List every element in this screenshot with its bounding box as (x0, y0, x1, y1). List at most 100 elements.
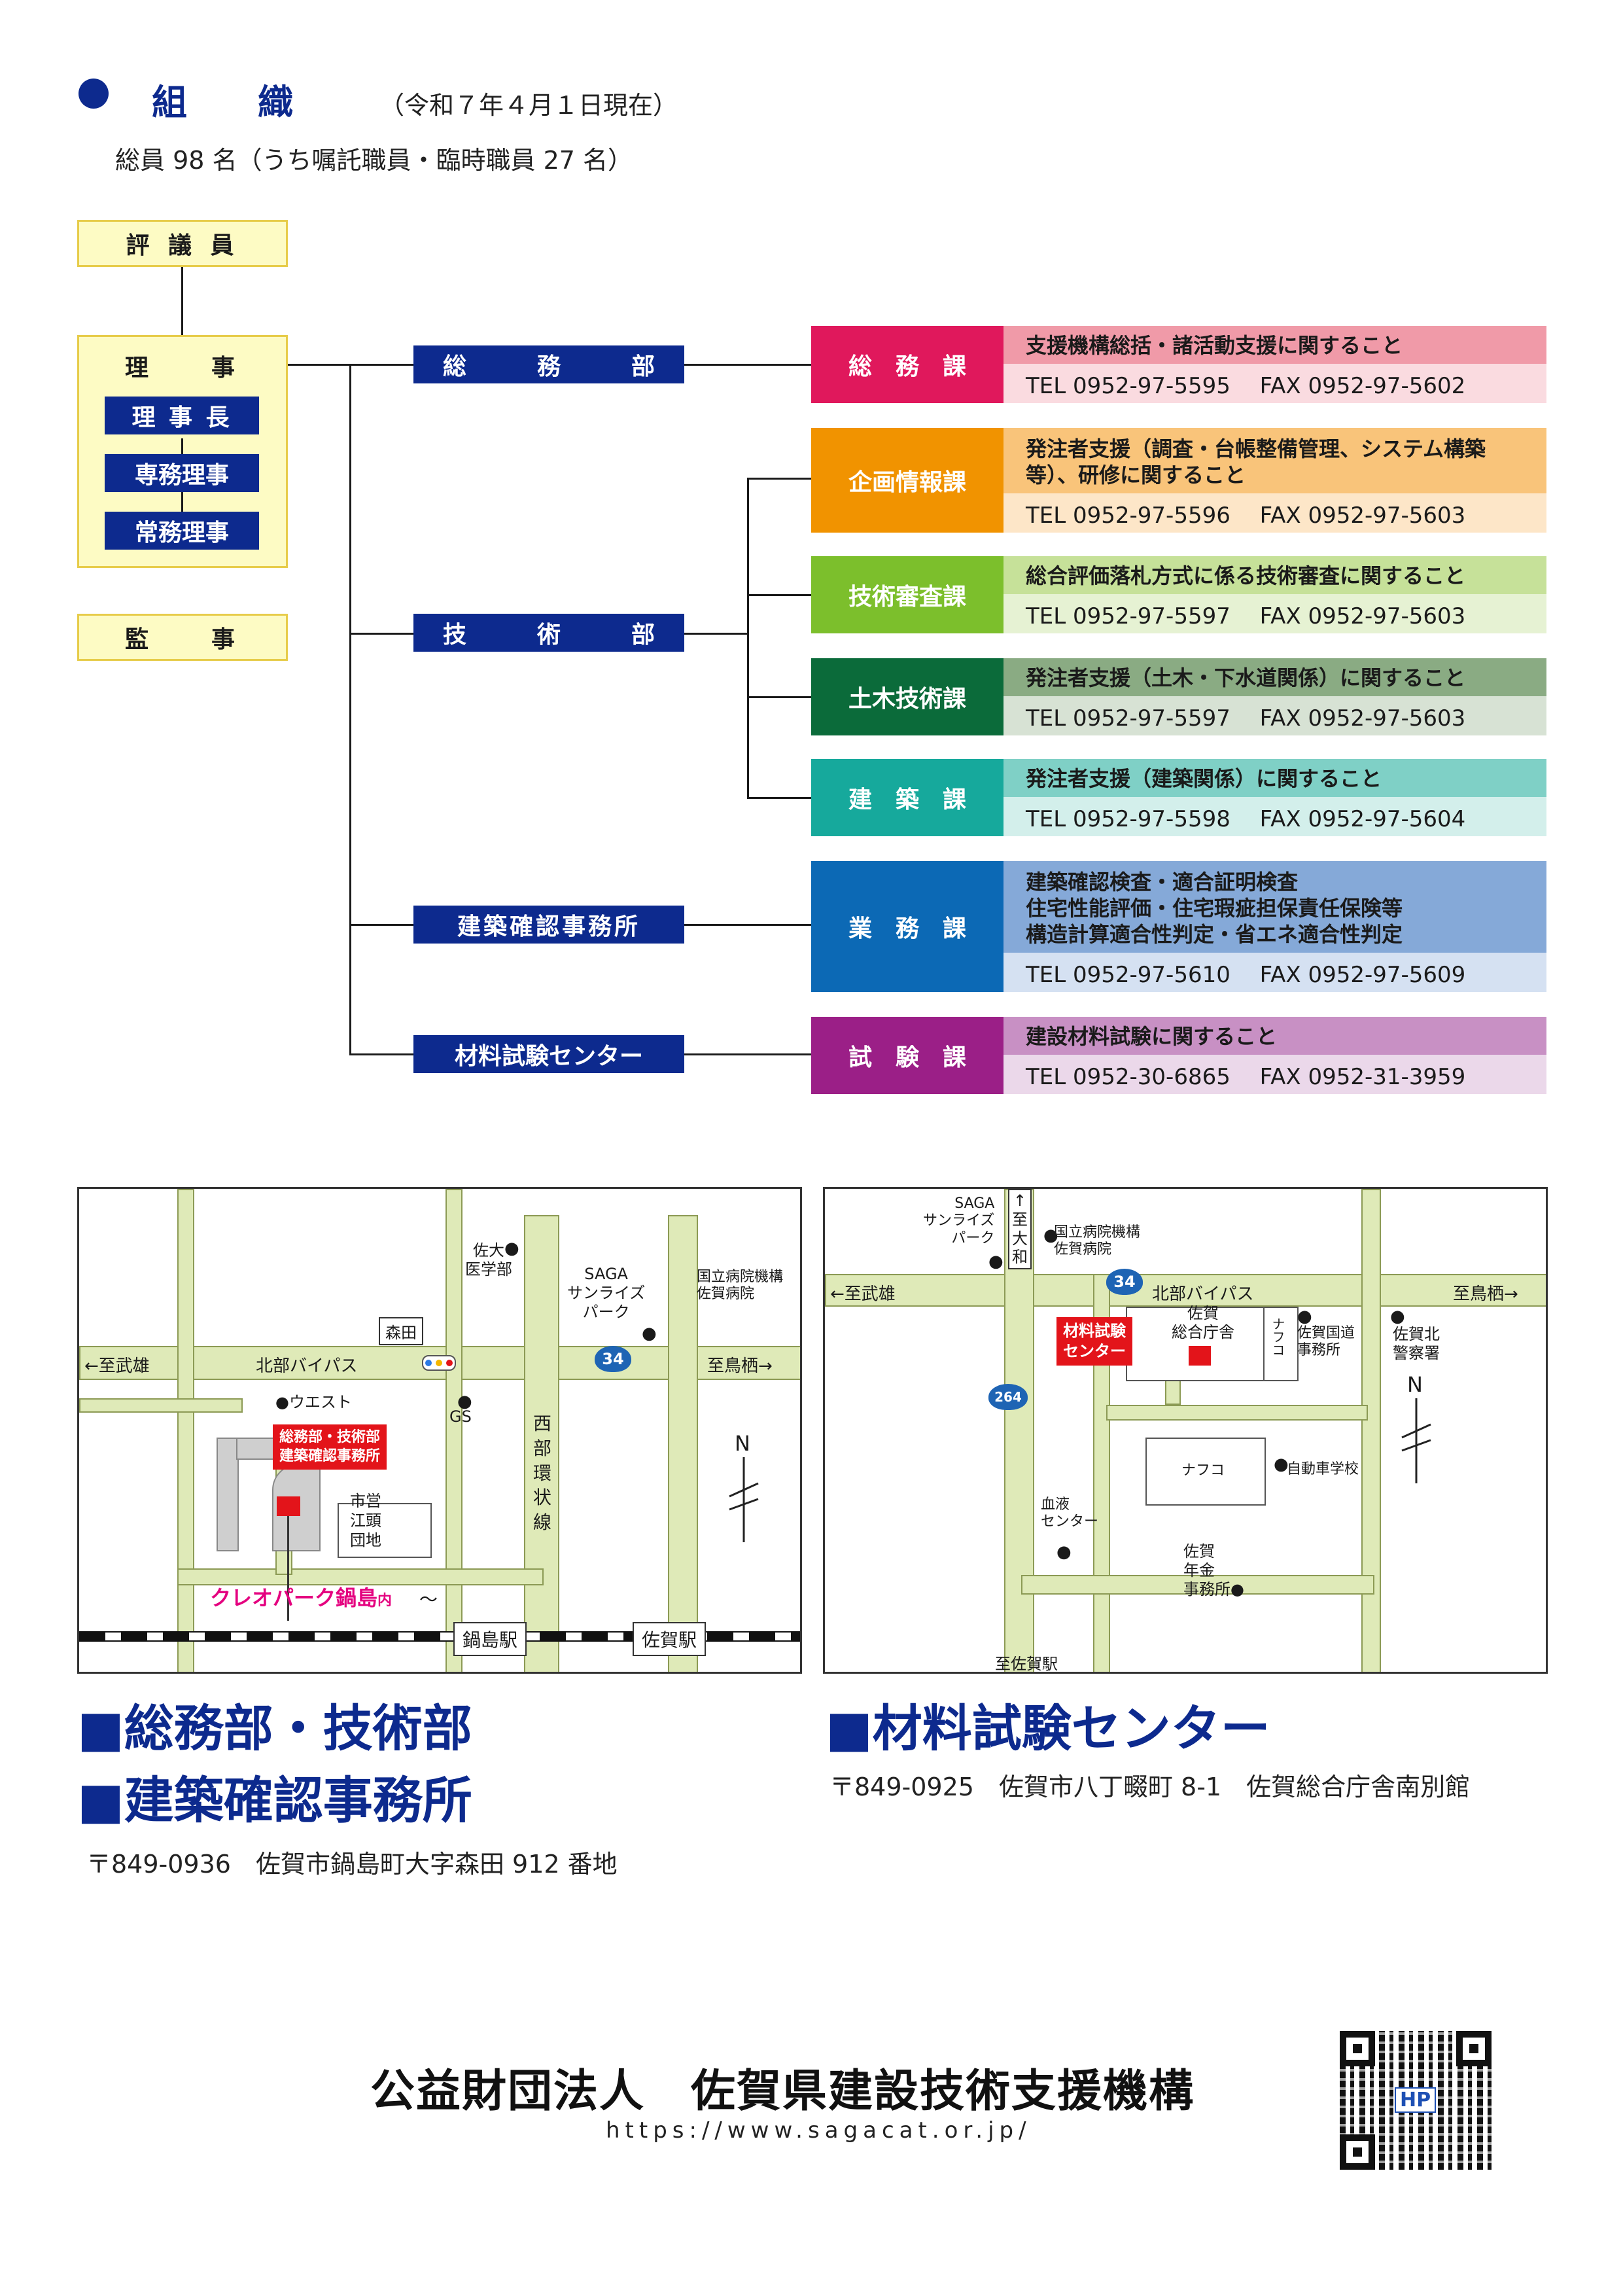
connector-line (349, 633, 415, 635)
division-civil-engineering: 土木技術課 (811, 658, 1003, 735)
managing-director-box: 専務理事 (105, 454, 259, 492)
creo-park-label: クレオパーク鍋島内 (210, 1585, 393, 1610)
map-label: 北部バイパス (256, 1356, 358, 1376)
dept-general-affairs: 総 務 部 (413, 345, 684, 383)
map-point-icon: ● (1297, 1307, 1312, 1326)
connector-line (349, 924, 415, 926)
map-point-icon: ● (642, 1324, 657, 1343)
compass-arrow-icon (729, 1457, 759, 1542)
section-title: 組 織 (152, 82, 293, 123)
target-marker-icon (1189, 1346, 1211, 1366)
division-general-affairs: 総 務 課 (811, 326, 1003, 403)
map-label: 自動車学校 (1287, 1461, 1359, 1477)
map-label: ●ウエスト (275, 1393, 352, 1411)
connector-line (181, 264, 183, 336)
north-label: N (1407, 1372, 1423, 1397)
map-point-icon: ● (988, 1252, 1003, 1271)
division-description: 発注者支援（建築関係）に関すること (1003, 759, 1546, 797)
division-description: 発注者支援（土木・下水道関係）に関すること (1003, 658, 1546, 696)
road (177, 1189, 194, 1672)
building (338, 1503, 432, 1558)
chairman-box: 理 事 長 (105, 397, 259, 434)
map-point-icon: ● (457, 1392, 472, 1411)
marker-pin-line (287, 1516, 289, 1621)
councilors-label: 評 議 員 (126, 232, 239, 259)
map-label: 佐賀年金事務所● (1183, 1542, 1244, 1598)
map-label: ナフコ (1270, 1317, 1285, 1356)
division-description: 発注者支援（調査・台帳整備管理、システム構築 等）、研修に関すること (1003, 428, 1546, 493)
target-location-label: 総務部・技術部建築確認事務所 (273, 1424, 387, 1470)
compass-arrow-icon (1401, 1398, 1431, 1483)
map-label: 国立病院機構佐賀病院 (697, 1269, 784, 1303)
qr-code[interactable]: HP (1340, 2031, 1492, 2170)
auditor-box: 監 事 (77, 614, 288, 661)
connector-line (349, 364, 415, 366)
division-contact: TEL 0952-97-5597 FAX 0952-97-5603 (1003, 594, 1546, 633)
connector-line (349, 1053, 415, 1055)
map-label: ナフコ (1181, 1462, 1225, 1479)
building (1145, 1438, 1266, 1506)
traffic-light-icon (422, 1355, 456, 1371)
railway (79, 1631, 800, 1642)
division-description: 建築確認検査・適合証明検査 住宅性能評価・住宅瑕疵担保責任保険等 構造計算適合性… (1003, 861, 1546, 953)
road (445, 1189, 462, 1672)
connector-line (747, 594, 812, 596)
organization-name: 公益財団法人 佐賀県建設技術支援機構 (370, 2066, 1195, 2117)
division-contact: TEL 0952-97-5595 FAX 0952-97-5602 (1003, 364, 1546, 403)
division-operations: 業 務 課 (811, 861, 1003, 992)
office-address: 〒849-0925 佐賀市八丁畷町 8-1 佐賀総合庁舎南別館 (829, 1773, 1471, 1801)
dept-materials-testing-center: 材料試験センター (413, 1035, 684, 1073)
map-label: 森田 (379, 1317, 423, 1345)
map-point-icon: ● (1390, 1307, 1405, 1326)
dept-technical: 技 術 部 (413, 614, 684, 652)
route-264-icon: 264 (988, 1384, 1028, 1410)
road (1021, 1575, 1374, 1595)
map-label: 佐賀総合庁舎 (1172, 1304, 1234, 1341)
map-label: ←至武雄 (830, 1284, 896, 1304)
wave-icon: 〜 (419, 1589, 438, 1610)
executive-director-box: 常務理事 (105, 512, 259, 550)
connector-line (747, 696, 812, 698)
website-url[interactable]: https://www.sagacat.or.jp/ (606, 2117, 1032, 2144)
map-label: 佐大医学部 (465, 1241, 512, 1279)
road (1361, 1189, 1381, 1672)
qr-finder-icon (1456, 2031, 1492, 2066)
division-contact: TEL 0952-97-5597 FAX 0952-97-5603 (1003, 696, 1546, 735)
map-label: 西部環状線 (533, 1413, 552, 1534)
office-title: ■建築確認事務所 (77, 1771, 472, 1829)
councilors-box: 評 議 員 (77, 220, 288, 267)
division-contact: TEL 0952-97-5598 FAX 0952-97-5604 (1003, 797, 1546, 836)
division-architecture: 建 築 課 (811, 759, 1003, 836)
building (1263, 1307, 1299, 1381)
north-label: N (735, 1431, 750, 1456)
map-point-icon: ● (1043, 1226, 1058, 1245)
dept-building-confirmation-office: 建築確認事務所 (413, 906, 684, 944)
office-title: ■総務部・技術部 (77, 1699, 472, 1757)
map-label: 至鳥栖→ (1453, 1284, 1518, 1304)
route-34-icon: 34 (1106, 1269, 1143, 1295)
directors-label: 理 事 (124, 355, 240, 381)
connector-line (747, 797, 812, 799)
auditor-label: 監 事 (124, 626, 240, 653)
station-label: 佐賀駅 (633, 1622, 707, 1656)
target-location-label: 材料試験センター (1056, 1317, 1132, 1366)
map-label: 市営江頭団地 (350, 1492, 381, 1549)
division-contact: TEL 0952-97-5596 FAX 0952-97-5603 (1003, 493, 1546, 533)
map-label: 至鳥栖→ (707, 1356, 773, 1376)
qr-hp-label: HP (1395, 2087, 1437, 2113)
building (1126, 1307, 1266, 1381)
office-address: 〒849-0936 佐賀市鍋島町大字森田 912 番地 (86, 1850, 618, 1879)
qr-finder-icon (1340, 2031, 1375, 2066)
connector-line (683, 633, 748, 635)
road (668, 1215, 698, 1672)
division-contact: TEL 0952-30-6865 FAX 0952-31-3959 (1003, 1055, 1546, 1094)
road (79, 1398, 243, 1413)
division-testing: 試 験 課 (811, 1017, 1003, 1094)
map-label: ←至武雄 (84, 1356, 150, 1376)
division-description: 支援機構総括・諸活動支援に関すること (1003, 326, 1546, 364)
section-bullet-icon (79, 79, 109, 109)
staff-count: 総員 98 名（うち嘱託職員・臨時職員 27 名） (115, 146, 633, 175)
division-contact: TEL 0952-97-5610 FAX 0952-97-5609 (1003, 953, 1546, 992)
connector-line (287, 364, 351, 366)
